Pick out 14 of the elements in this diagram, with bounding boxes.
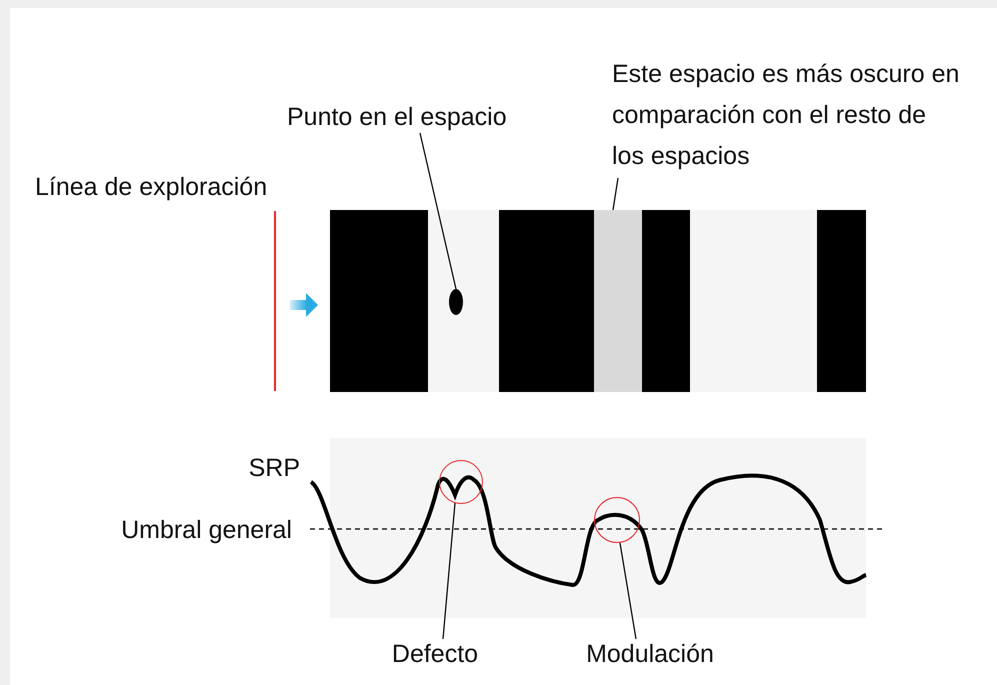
highlight-circle bbox=[439, 460, 483, 504]
highlight-circle bbox=[594, 497, 640, 543]
label-text: Línea de exploración bbox=[35, 172, 268, 202]
leader-line bbox=[442, 502, 456, 640]
callout-text: Este espacio es más oscuro en comparación con el resto de los espacios bbox=[612, 54, 962, 177]
leader-line bbox=[612, 178, 619, 210]
label-text: Umbral general bbox=[120, 515, 292, 545]
callout-text: Modulación bbox=[560, 639, 740, 669]
label-text: SRP bbox=[248, 453, 300, 483]
callout-text: Defecto bbox=[370, 639, 500, 669]
dark-space bbox=[594, 210, 642, 392]
leader-line bbox=[619, 542, 637, 640]
leader-line bbox=[419, 132, 457, 290]
callout-text: Punto en el espacio bbox=[287, 102, 547, 132]
